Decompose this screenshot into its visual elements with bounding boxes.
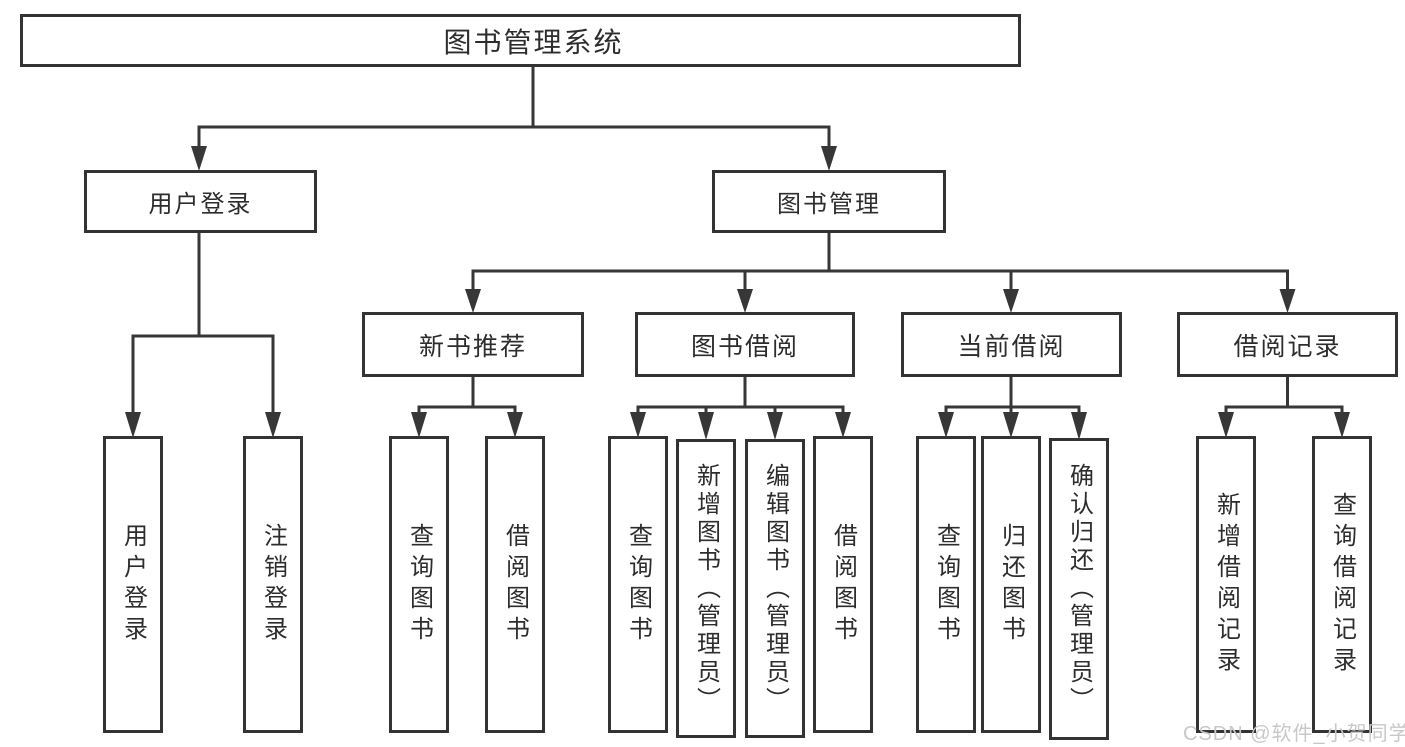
node-label: 新增借阅记录 bbox=[1212, 491, 1240, 678]
leaf-query-books-recommend: 查询图书 bbox=[389, 436, 449, 733]
node-label: 当前借阅 bbox=[957, 332, 1066, 361]
node-label: 借阅图书 bbox=[501, 522, 529, 647]
node-borrowing-records: 借阅记录 bbox=[1177, 312, 1398, 377]
node-book-management: 图书管理 bbox=[712, 170, 946, 233]
leaf-add-book-admin: 新增图书（管理员） bbox=[676, 439, 736, 738]
leaf-borrow-books-borrowing: 借阅图书 bbox=[813, 436, 873, 733]
node-label: 图书管理 bbox=[777, 191, 881, 218]
leaf-borrow-books-recommend: 借阅图书 bbox=[485, 436, 545, 733]
node-label: 查询图书 bbox=[624, 522, 652, 647]
node-label: 归还图书 bbox=[997, 522, 1025, 647]
leaf-confirm-return-admin: 确认归还（管理员） bbox=[1049, 438, 1109, 740]
leaf-return-book: 归还图书 bbox=[981, 436, 1041, 733]
csdn-watermark: CSDN @软件_小贺同学 bbox=[1183, 723, 1405, 745]
node-current-borrowing: 当前借阅 bbox=[901, 312, 1122, 377]
node-label: 查询借阅记录 bbox=[1328, 491, 1356, 678]
node-new-book-recommendation: 新书推荐 bbox=[362, 312, 584, 377]
leaf-edit-book-admin: 编辑图书（管理员） bbox=[745, 439, 805, 738]
node-label: 新书推荐 bbox=[418, 332, 527, 361]
arrowhead-icons bbox=[125, 146, 1350, 440]
node-label: 用户登录 bbox=[119, 522, 147, 647]
node-label: 借阅记录 bbox=[1233, 332, 1342, 361]
node-label: 图书管理系统 bbox=[443, 26, 624, 58]
leaf-query-books-borrowing: 查询图书 bbox=[608, 436, 668, 733]
node-label: 新增图书（管理员） bbox=[692, 462, 720, 715]
node-label: 编辑图书（管理员） bbox=[761, 462, 789, 715]
node-book-borrowing: 图书借阅 bbox=[635, 312, 855, 377]
node-library-management-system: 图书管理系统 bbox=[20, 14, 1021, 67]
leaf-query-borrow-record: 查询借阅记录 bbox=[1312, 436, 1372, 733]
node-label: 图书借阅 bbox=[690, 332, 799, 361]
node-label: 借阅图书 bbox=[829, 522, 857, 647]
node-label: 用户登录 bbox=[148, 191, 253, 218]
node-label: 查询图书 bbox=[405, 522, 433, 647]
leaf-query-books-current: 查询图书 bbox=[916, 436, 976, 733]
leaf-logout: 注销登录 bbox=[243, 436, 303, 733]
node-label: 查询图书 bbox=[932, 522, 960, 647]
node-user-login: 用户登录 bbox=[84, 170, 317, 233]
node-label: 确认归还（管理员） bbox=[1065, 463, 1093, 715]
leaf-user-login: 用户登录 bbox=[103, 436, 163, 733]
node-label: 注销登录 bbox=[259, 522, 287, 647]
leaf-add-borrow-record: 新增借阅记录 bbox=[1196, 436, 1256, 733]
